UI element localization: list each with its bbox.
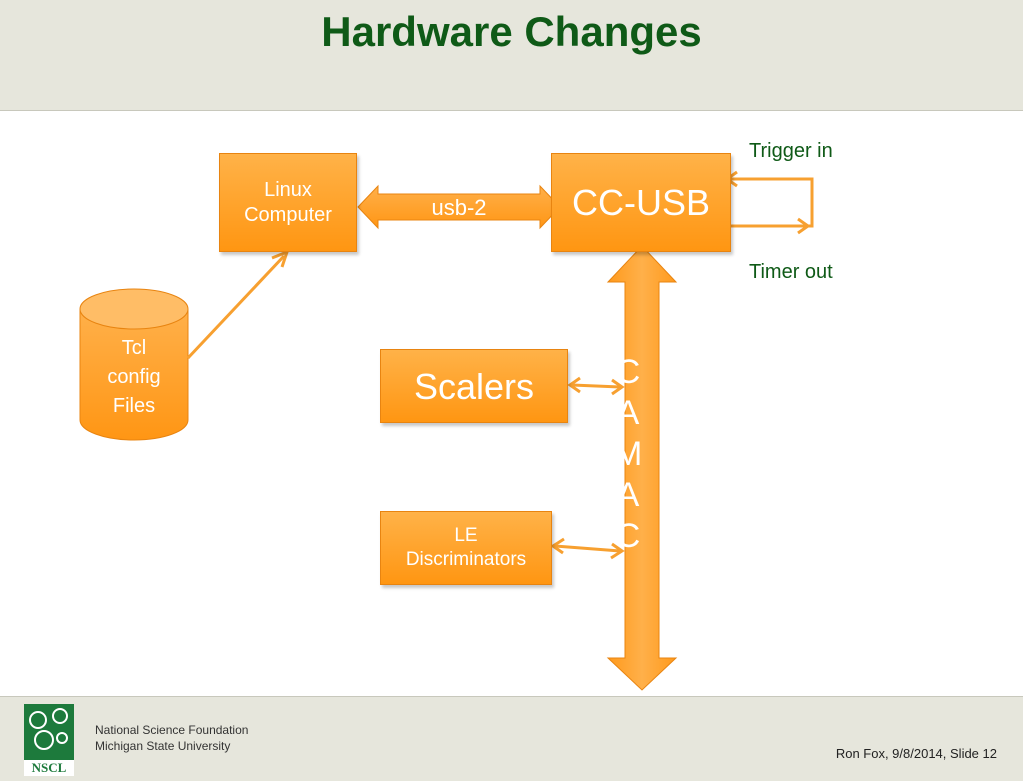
camac-label: C A M A C (614, 352, 642, 557)
slide-header (0, 0, 1023, 111)
le-label-line2: Discriminators (405, 549, 527, 570)
le-label-line1: LE (454, 525, 478, 547)
camac-bus-arrow (606, 245, 678, 691)
org-line-2: Michigan State University (95, 739, 231, 753)
timer-out-label: Timer out (749, 261, 833, 283)
tcl-label-line1: Tcl (121, 337, 147, 359)
discriminators-camac-arrow (550, 537, 625, 560)
cc-usb-box: CC-USB (551, 153, 731, 252)
usb-2-label: usb-2 (431, 195, 487, 220)
nscl-logo-text: NSCL (31, 760, 67, 775)
le-discriminators-box: LE Discriminators (380, 511, 552, 585)
scalers-box: Scalers (380, 349, 568, 423)
trigger-timer-loop (724, 170, 814, 235)
camac-letter-2: A (616, 394, 640, 432)
camac-letter-3: M (614, 435, 643, 473)
tcl-config-label: Tcl config Files (80, 334, 188, 421)
slide-title: Hardware Changes (321, 8, 702, 55)
tcl-label-line2: config (107, 366, 161, 388)
cc-usb-label: CC-USB (571, 182, 710, 223)
slide-footer (0, 696, 1023, 781)
tcl-to-linux-arrow (186, 249, 290, 360)
org-line-1: National Science Foundation (95, 723, 249, 737)
scalers-label: Scalers (413, 365, 535, 407)
scalers-camac-arrow (567, 376, 625, 396)
linux-computer-box: Linux Computer (219, 153, 357, 252)
linux-computer-label-line2: Computer (244, 203, 332, 226)
camac-letter-4: A (616, 476, 640, 514)
linux-computer-label-line1: Linux (264, 178, 312, 201)
camac-letter-5: C (615, 517, 641, 555)
tcl-label-line3: Files (112, 395, 156, 417)
camac-letter-1: C (615, 353, 641, 391)
trigger-in-label: Trigger in (749, 140, 833, 162)
tcl-config-cylinder (79, 288, 189, 441)
slide-info: Ron Fox, 9/8/2014, Slide 12 (835, 746, 997, 761)
